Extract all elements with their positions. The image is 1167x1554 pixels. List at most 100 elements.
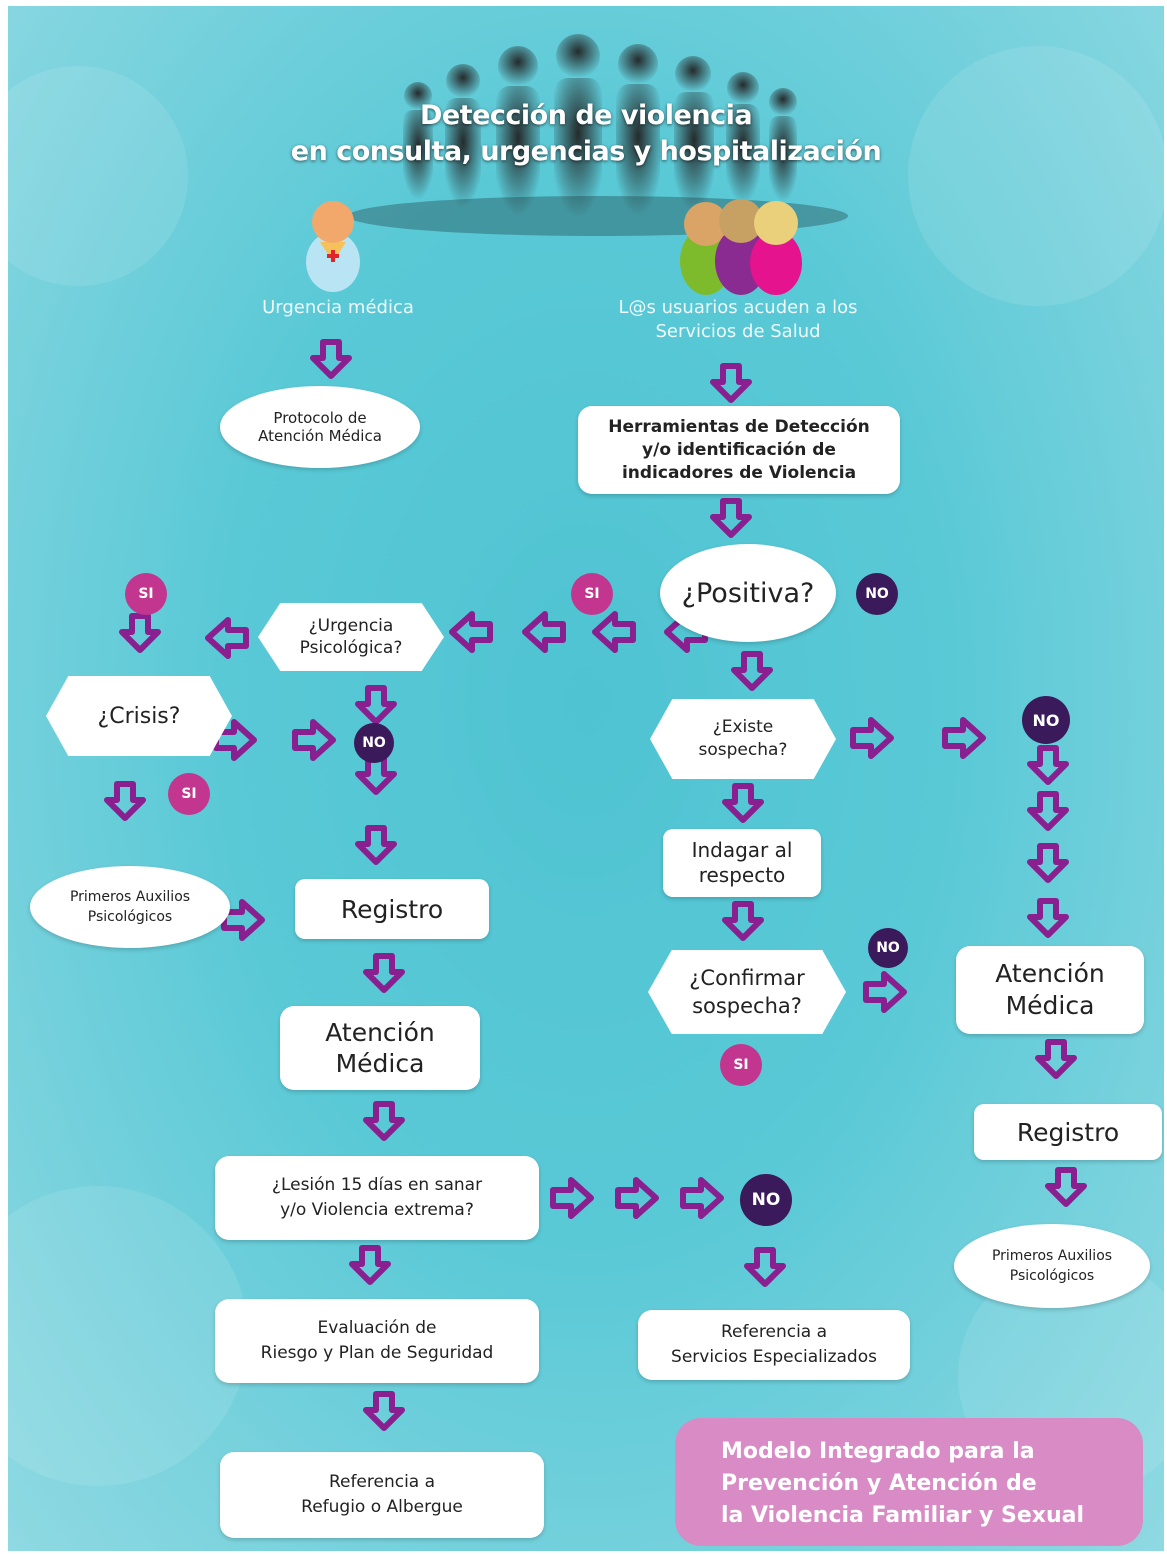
registro-right-node: Registro bbox=[974, 1104, 1162, 1160]
arrow-down-icon bbox=[710, 498, 752, 538]
model-title-banner: Modelo Integrado para la Prevención y At… bbox=[675, 1418, 1143, 1546]
node-label: Primeros Auxilios bbox=[991, 1248, 1113, 1264]
arrow-down-icon bbox=[722, 901, 764, 941]
existe-sospecha-decision-node: ¿Existe sospecha? bbox=[650, 699, 836, 779]
arrow-down-icon bbox=[710, 363, 752, 403]
arrow-right-icon bbox=[680, 1177, 724, 1219]
arrow-right-icon bbox=[550, 1177, 594, 1219]
arrow-down-icon bbox=[355, 755, 397, 795]
node-label: Primeros Auxilios bbox=[69, 889, 191, 905]
no-badge: NO bbox=[740, 1174, 792, 1226]
no-badge: NO bbox=[856, 573, 898, 615]
arrow-down-icon bbox=[363, 1101, 405, 1141]
footer-line-2: Prevención y Atención de bbox=[721, 1471, 1037, 1496]
node-label: Médica bbox=[335, 1049, 425, 1078]
arrow-down-icon bbox=[355, 825, 397, 865]
node-label: Atención Médica bbox=[258, 427, 382, 445]
registro-left-node: Registro bbox=[295, 879, 489, 939]
positiva-decision-node: ¿Positiva? bbox=[660, 544, 836, 642]
caption-urgencia-medica: Urgencia médica bbox=[262, 297, 414, 318]
herramientas-deteccion-node: Herramientas de Detección y/o identifica… bbox=[578, 406, 900, 494]
arrow-right-icon bbox=[213, 719, 257, 761]
urgencia-psicologica-decision-node: ¿Urgencia Psicológica? bbox=[258, 603, 444, 671]
arrow-down-icon bbox=[363, 953, 405, 993]
protocolo-atencion-medica-node: Protocolo de Atención Médica bbox=[220, 386, 420, 468]
atencion-medica-right-node: Atención Médica bbox=[956, 946, 1144, 1034]
arrows-layer bbox=[104, 339, 1087, 1431]
node-label: sospecha? bbox=[698, 740, 788, 760]
node-label: Herramientas de Detección bbox=[608, 416, 870, 437]
arrow-right-icon bbox=[942, 717, 986, 759]
si-badge: SI bbox=[125, 573, 167, 615]
arrow-down-icon bbox=[1045, 1167, 1087, 1207]
node-label: Servicios Especializados bbox=[671, 1347, 877, 1367]
background-bubble bbox=[8, 66, 188, 286]
referencia-refugio-node: Referencia a Refugio o Albergue bbox=[220, 1452, 544, 1538]
flowchart-canvas: Detección de violencia en consulta, urge… bbox=[8, 6, 1164, 1551]
arrow-left-icon bbox=[592, 611, 636, 653]
node-label: Referencia a bbox=[328, 1472, 436, 1492]
lesion-violencia-extrema-node: ¿Lesión 15 días en sanar y/o Violencia e… bbox=[215, 1156, 539, 1240]
arrow-down-icon bbox=[744, 1247, 786, 1287]
arrow-right-icon bbox=[292, 719, 336, 761]
no-badge: NO bbox=[354, 723, 394, 763]
node-label: Protocolo de bbox=[273, 409, 367, 427]
node-label: ¿Crisis? bbox=[97, 703, 181, 729]
evaluacion-riesgo-node: Evaluación de Riesgo y Plan de Seguridad bbox=[215, 1299, 539, 1383]
node-label: Atención bbox=[995, 959, 1105, 988]
confirmar-sospecha-decision-node: ¿Confirmar sospecha? bbox=[648, 950, 846, 1034]
node-label: Registro bbox=[1016, 1117, 1120, 1147]
node-label: sospecha? bbox=[692, 994, 802, 1018]
title-line-1: Detección de violencia bbox=[419, 100, 753, 131]
node-label: ¿Lesión 15 días en sanar bbox=[271, 1175, 483, 1195]
referencia-servicios-node: Referencia a Servicios Especializados bbox=[638, 1310, 910, 1380]
node-label: ¿Confirmar bbox=[689, 966, 805, 990]
footer-line-1: Modelo Integrado para la bbox=[721, 1439, 1035, 1464]
arrow-right-icon bbox=[221, 899, 265, 941]
node-label: indicadores de Violencia bbox=[621, 462, 857, 483]
node-label: Atención bbox=[325, 1018, 435, 1047]
arrow-left-icon bbox=[522, 611, 566, 653]
node-label: Indagar al bbox=[691, 838, 793, 862]
arrow-down-icon bbox=[1027, 745, 1069, 785]
crisis-decision-node: ¿Crisis? bbox=[46, 676, 232, 756]
no-badge: NO bbox=[868, 928, 908, 968]
footer-line-3: la Violencia Familiar y Sexual bbox=[721, 1503, 1085, 1528]
node-label: Registro bbox=[340, 894, 444, 924]
node-label: Psicológica? bbox=[299, 638, 403, 658]
arrow-down-icon bbox=[1035, 1039, 1077, 1079]
background-bubble bbox=[8, 1186, 248, 1486]
arrow-left-icon bbox=[205, 617, 249, 659]
title-line-2: en consulta, urgencias y hospitalización bbox=[290, 136, 882, 167]
node-label: Evaluación de bbox=[317, 1318, 437, 1338]
background-bubble bbox=[908, 46, 1164, 306]
arrow-down-icon bbox=[119, 613, 161, 653]
arrow-down-icon bbox=[1027, 898, 1069, 938]
arrow-right-icon bbox=[615, 1177, 659, 1219]
node-label: ¿Positiva? bbox=[681, 577, 815, 609]
node-label: Psicológicos bbox=[1009, 1268, 1095, 1284]
node-label: Referencia a bbox=[720, 1322, 828, 1342]
no-badge: NO bbox=[1022, 696, 1070, 744]
node-label: Médica bbox=[1005, 991, 1095, 1020]
doctor-icon bbox=[306, 201, 360, 292]
node-label: ¿Existe bbox=[712, 717, 774, 737]
si-badge: SI bbox=[168, 773, 210, 815]
node-label: y/o identificación de bbox=[642, 439, 836, 460]
arrow-down-icon bbox=[363, 1391, 405, 1431]
arrow-down-icon bbox=[310, 339, 352, 379]
arrow-right-icon bbox=[863, 971, 907, 1013]
node-label: ¿Urgencia bbox=[308, 616, 394, 636]
node-label: respecto bbox=[698, 863, 786, 887]
arrow-down-icon bbox=[104, 781, 146, 821]
node-label: Riesgo y Plan de Seguridad bbox=[260, 1343, 494, 1363]
arrow-left-icon bbox=[449, 611, 493, 653]
arrow-down-icon bbox=[349, 1245, 391, 1285]
indagar-respecto-node: Indagar al respecto bbox=[663, 829, 821, 897]
primeros-auxilios-left-node: Primeros Auxilios Psicológicos bbox=[30, 866, 230, 948]
node-label: Refugio o Albergue bbox=[301, 1497, 463, 1517]
arrow-down-icon bbox=[355, 685, 397, 725]
caption-usuarios-line-1: L@s usuarios acuden a los bbox=[618, 297, 858, 318]
users-group-icon bbox=[680, 199, 802, 295]
arrow-down-icon bbox=[1027, 791, 1069, 831]
